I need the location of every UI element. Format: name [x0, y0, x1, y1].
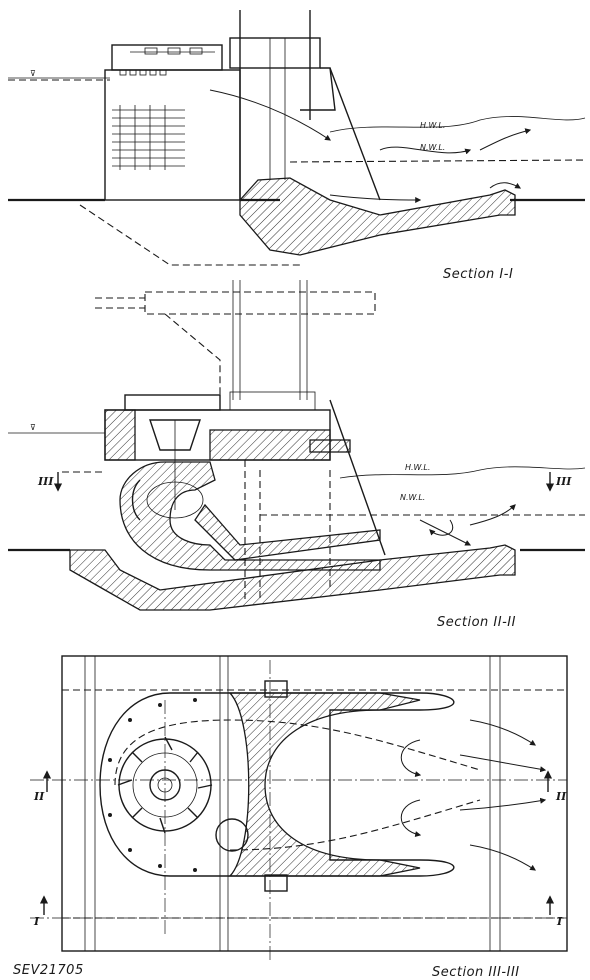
cut-marker-1-right: I: [556, 915, 563, 928]
hwl-label-1: H.W.L.: [420, 121, 445, 130]
cut-marker-1-left: I: [33, 915, 40, 928]
nwl-label-1: N.W.L.: [420, 143, 445, 152]
section-3-caption: Section III-III: [432, 965, 520, 980]
hwl-label-2: H.W.L.: [405, 463, 430, 472]
svg-text:⊽: ⊽: [30, 423, 36, 432]
svg-text:⊽: ⊽: [30, 69, 36, 78]
cut-marker-3-left: III: [37, 475, 54, 488]
nwl-label-2: N.W.L.: [400, 493, 425, 502]
section-1-caption: Section I-I: [443, 267, 513, 282]
cut-marker-3-right: III: [555, 475, 572, 488]
cut-marker-2-left: II: [33, 790, 45, 803]
section-1-drawing: ⊽: [8, 10, 586, 282]
section-3-drawing: II II I I SEV21705 Section III-III: [13, 655, 568, 980]
section-2-drawing: ⊽ H.W.L. N.W.L. III III Section II-II: [8, 280, 586, 630]
trash-rack: [112, 105, 185, 170]
section-2-caption: Section II-II: [437, 615, 516, 630]
cut-marker-2-right: II: [555, 790, 567, 803]
guide-vanes: [117, 736, 213, 834]
drawing-number: SEV21705: [13, 963, 84, 978]
